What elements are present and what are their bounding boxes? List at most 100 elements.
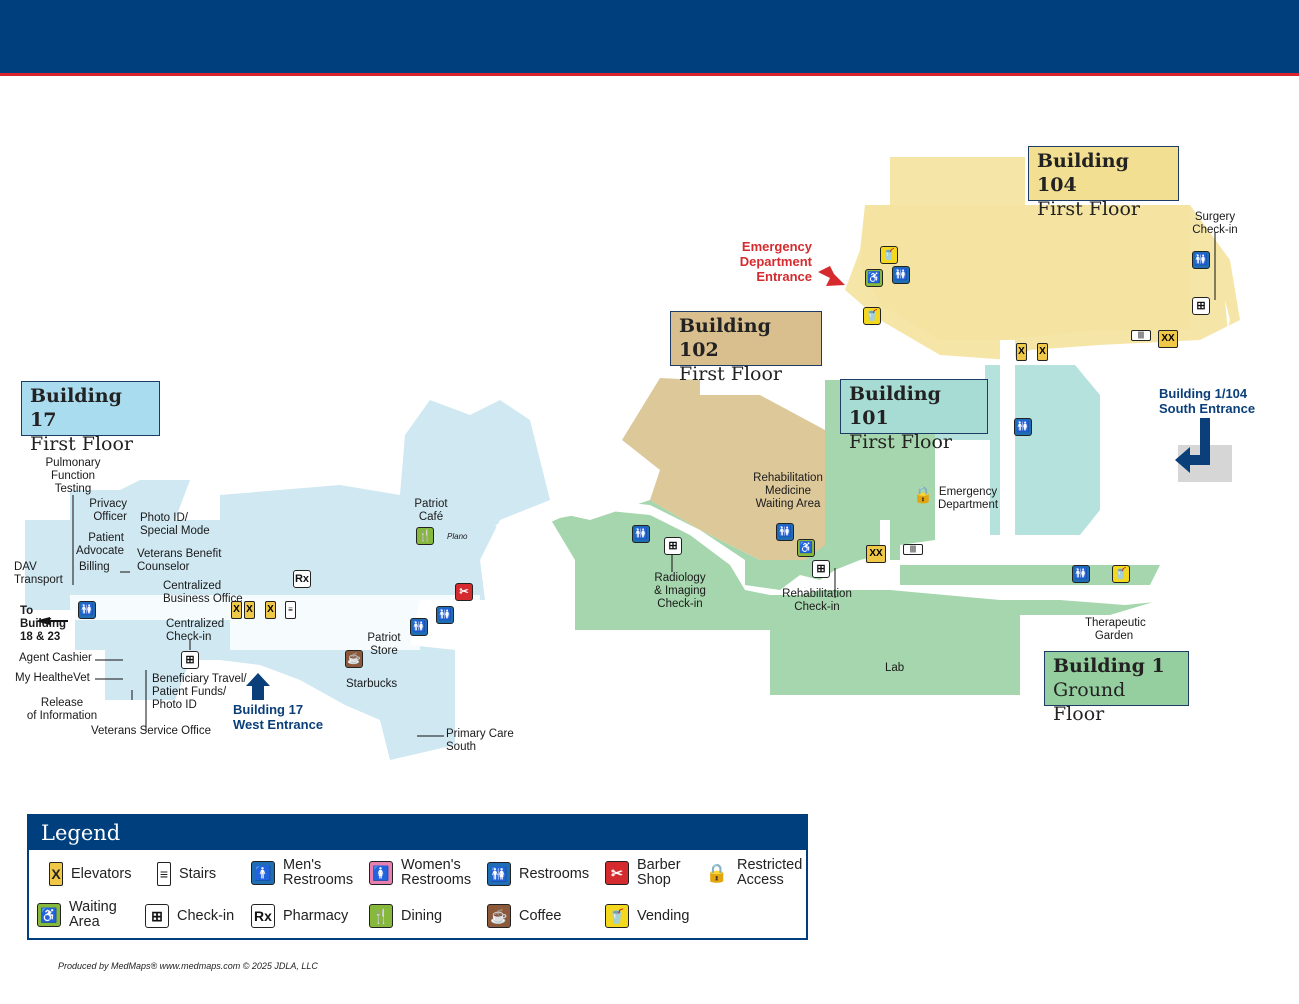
to-building-label: To Building 18 & 23 — [20, 605, 66, 643]
legend-label: Restrooms — [519, 865, 590, 882]
building-104-name: Building 104 — [1037, 150, 1129, 196]
agent-cashier-label: Agent Cashier — [19, 652, 92, 664]
patriot-store-label: Patriot Store — [367, 632, 401, 657]
restroom-icon: 🚻 — [632, 525, 650, 543]
coffee-icon: ☕ — [487, 904, 511, 928]
legend-label: Waiting Area — [69, 899, 117, 930]
building-101-floor: First Floor — [849, 431, 952, 453]
restroom-icon: 🚻 — [1014, 418, 1032, 436]
surgery-checkin-label: Surgery Check-in — [1192, 211, 1238, 236]
legend-label: Barber Shop — [637, 857, 681, 888]
radiology-label: Radiology & Imaging Check-in — [654, 572, 706, 610]
veterans-service-label: Veterans Service Office — [91, 725, 211, 737]
restroom-icon: 🚻 — [487, 862, 511, 886]
starbucks-label: Starbucks — [346, 678, 398, 690]
vending-icon: 🥤 — [1112, 565, 1130, 583]
plano-label: Plano — [447, 532, 468, 541]
building-104-pale — [860, 205, 1190, 340]
legend-checkin: ⊞ Check-in — [145, 904, 234, 928]
legend-barber: ✂Barber Shop — [605, 858, 681, 888]
legend-dining: 🍴 Dining — [369, 904, 442, 928]
pulmonary-label: Pulmonary Function Testing — [45, 457, 101, 495]
elevator-icon: X — [49, 862, 63, 886]
legend-coffee: ☕ Coffee — [487, 904, 561, 928]
building-102-label: Building 102 First Floor — [670, 311, 822, 385]
rehab-checkin-label: Rehabilitation Check-in — [782, 588, 852, 613]
elevator-icon: X — [231, 601, 242, 619]
patriot-cafe-label: Patriot Café — [414, 498, 448, 523]
vending-icon: 🥤 — [863, 307, 881, 325]
stairs-icon: ≡ — [285, 601, 296, 619]
to-building-arrow — [35, 617, 68, 625]
barber-icon: ✂ — [455, 583, 473, 601]
check-in-icon: ⊞ — [664, 537, 682, 555]
primary-care-label: Primary Care South — [446, 728, 514, 753]
legend-label: Restricted Access — [737, 857, 803, 888]
west-entrance-label: Building 17 West Entrance — [233, 702, 324, 732]
check-in-icon: ⊞ — [1192, 297, 1210, 315]
check-in-icon: ⊞ — [181, 651, 199, 669]
building-17-label: Building 17 First Floor — [21, 381, 160, 455]
stairs-icon: ||| — [1131, 330, 1151, 341]
elevator-icon: X — [244, 601, 255, 619]
legend-label: Dining — [401, 907, 443, 924]
dining-icon: 🍴 — [369, 904, 393, 928]
legend-title: Legend — [29, 816, 806, 850]
emergency-arrow — [818, 266, 845, 286]
men-restroom-icon: 🚹 — [251, 861, 275, 885]
legend-stairs: ≡Stairs — [157, 862, 216, 886]
stairs-icon: ||| — [903, 544, 923, 555]
restroom-icon: 🚻 — [78, 601, 96, 619]
building-1-label: Building 1 Ground Floor — [1044, 651, 1189, 725]
west-entrance-arrow — [246, 673, 270, 700]
legend-label: Check-in — [177, 907, 235, 924]
building-1-area — [545, 380, 1160, 695]
south-entrance-arrow — [1175, 418, 1210, 473]
building-102-name: Building 102 — [679, 315, 771, 361]
legend-vending: 🥤Vending — [605, 904, 689, 928]
lab-label: Lab — [885, 662, 905, 674]
connector-corridor — [495, 300, 1230, 605]
privacy-officer-label: Privacy Officer — [89, 498, 127, 523]
centralized-checkin-label: Centralized Check-in — [166, 618, 225, 643]
myhealthevet-label: My HealtheVet — [15, 672, 90, 684]
restroom-icon: 🚻 — [1192, 251, 1210, 269]
beneficiary-travel-label: Beneficiary Travel/ Patient Funds/ Photo… — [152, 673, 247, 711]
dining-icon: 🍴 — [416, 527, 434, 545]
building-1-name: Building 1 — [1053, 655, 1165, 677]
lock-icon: 🔒 — [913, 487, 933, 504]
vending-icon: 🥤 — [605, 904, 629, 928]
legend-restricted: 🔒 Restricted Access — [705, 857, 803, 888]
vending-icon: 🥤 — [880, 246, 898, 264]
south-entrance-label: Building 1/104 South Entrance — [1159, 386, 1256, 416]
building-102-area — [622, 378, 850, 560]
patient-advocate-label: Patient Advocate — [76, 532, 124, 557]
billing-label: Billing — [79, 561, 110, 573]
waiting-icon: ♿ — [37, 903, 61, 927]
restroom-icon: 🚻 — [436, 606, 454, 624]
leader-lines — [72, 232, 1216, 737]
waiting-icon: ♿ — [797, 539, 815, 557]
elevator-icon: X — [1016, 343, 1027, 361]
elevator-icon: XX — [866, 545, 886, 563]
lock-icon: 🔒 — [705, 863, 729, 883]
elevator-icon: XX — [1158, 330, 1178, 348]
building-17-floor: First Floor — [30, 433, 133, 455]
check-in-icon: ⊞ — [145, 904, 169, 928]
rehab-waiting-label: Rehabilitation Medicine Waiting Area — [753, 472, 823, 510]
coffee-icon: ☕ — [345, 650, 363, 668]
header-bar — [0, 0, 1299, 76]
building-101-label: Building 101 First Floor — [840, 379, 988, 453]
elevator-icon: X — [1037, 343, 1048, 361]
legend-waiting: ♿ Waiting Area — [37, 900, 117, 930]
building-104-label: Building 104 First Floor — [1028, 146, 1179, 220]
building-102-floor: First Floor — [679, 363, 782, 385]
legend-label: Coffee — [519, 907, 562, 924]
photo-id-label: Photo ID/ Special Mode — [140, 512, 210, 537]
elevator-icon: X — [265, 601, 276, 619]
check-in-icon: ⊞ — [812, 560, 830, 578]
pharmacy-icon: Rx — [251, 904, 275, 928]
